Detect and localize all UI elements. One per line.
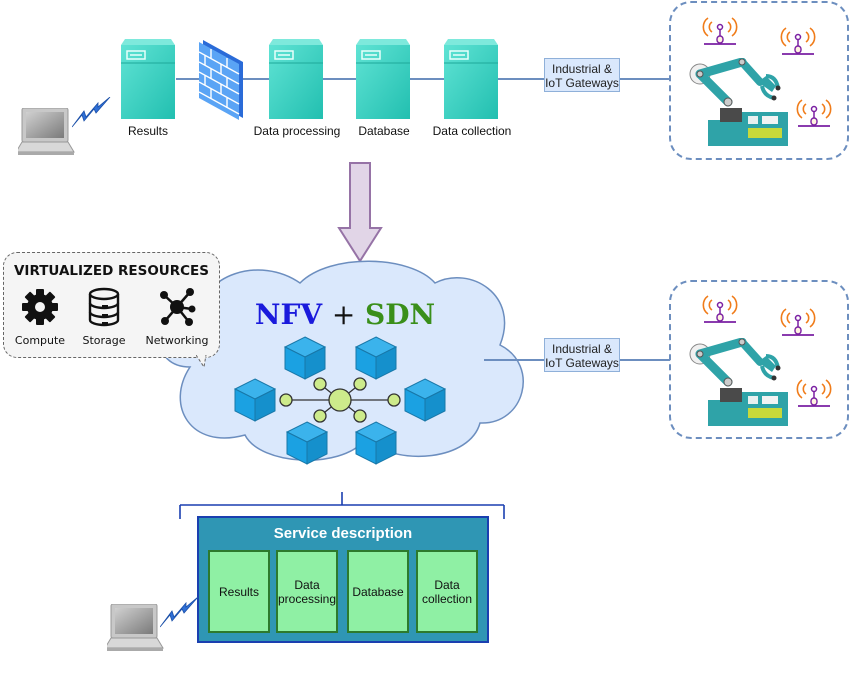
server-database-icon	[356, 39, 411, 120]
server-database-label: Database	[358, 124, 410, 138]
firewall-icon	[199, 40, 243, 120]
gateway-to-factory-line	[620, 78, 670, 80]
vnf-cube-icon	[284, 336, 326, 380]
bottom-gateway-line2: IoT Gateways	[545, 356, 619, 370]
server-results-label: Results	[127, 124, 168, 138]
bottom-factory-group	[669, 280, 849, 439]
gateway-to-factory-line-bottom	[620, 359, 670, 361]
top-gateway-box: Industrial & IoT Gateways	[544, 58, 620, 92]
down-arrow-icon	[337, 162, 383, 263]
nfv-text: NFV	[254, 298, 323, 331]
edge-node	[387, 393, 401, 407]
server-results-icon	[121, 39, 176, 120]
cloud-title: NFV + SDN	[250, 298, 440, 331]
server-data-processing-label: Data processing	[253, 124, 341, 138]
edge-node	[313, 377, 327, 391]
gear-icon	[22, 289, 58, 325]
cloud-to-gateway-line	[484, 359, 544, 361]
cell-line1: Data	[434, 577, 460, 592]
bottom-gateway-box: Industrial & IoT Gateways	[544, 338, 620, 372]
laptop-icon	[18, 108, 75, 156]
callout-tail	[196, 355, 207, 369]
vnf-cube-icon	[355, 421, 397, 465]
server-data-processing-icon	[269, 39, 324, 120]
top-factory-group	[669, 1, 849, 160]
resource-storage: Storage	[71, 287, 137, 347]
cell-line1: Results	[218, 584, 259, 599]
service-cell-results: Results	[208, 550, 270, 633]
vnf-cube-icon	[234, 378, 276, 422]
edge-node	[279, 393, 293, 407]
resource-compute-label: Compute	[14, 334, 66, 347]
laptop-icon	[107, 604, 164, 652]
resource-networking-label: Networking	[145, 334, 209, 347]
resource-compute: Compute	[7, 287, 73, 347]
cell-line1: Data	[294, 577, 320, 592]
sdn-topology	[234, 336, 446, 465]
edge-node	[313, 409, 327, 423]
plus-text: +	[331, 298, 356, 331]
antenna-icon	[796, 379, 832, 407]
antenna-icon	[780, 27, 816, 55]
network-hub-icon	[160, 288, 196, 326]
resource-storage-label: Storage	[82, 334, 126, 347]
robot-arm-icon	[686, 338, 790, 428]
cell-line2: collection	[421, 591, 473, 606]
server-data-collection-icon	[444, 39, 499, 120]
antenna-icon	[796, 99, 832, 127]
database-icon	[88, 287, 120, 327]
hub-node	[328, 388, 352, 412]
server-data-collection-label: Data collection	[432, 124, 512, 138]
service-cell-database: Database	[347, 550, 409, 633]
edge-node	[353, 409, 367, 423]
resource-networking: Networking	[141, 287, 213, 347]
vnf-cube-icon	[355, 336, 397, 380]
top-gateway-line1: Industrial &	[551, 62, 613, 76]
bottom-gateway-line1: Industrial &	[551, 342, 613, 356]
antenna-icon	[702, 295, 738, 323]
antenna-icon	[780, 308, 816, 336]
cell-line2: processing	[277, 591, 337, 606]
service-description-title: Service description	[273, 525, 413, 542]
wireless-bolt-icon	[160, 597, 199, 628]
vnf-cube-icon	[286, 421, 328, 465]
bracket-connector	[179, 492, 505, 519]
antenna-icon	[702, 17, 738, 45]
sdn-text: SDN	[365, 298, 436, 331]
cell-line1: Database	[352, 584, 404, 599]
wireless-bolt-icon	[72, 97, 111, 128]
vnf-cube-icon	[404, 378, 446, 422]
virtualized-resources-title: VIRTUALIZED RESOURCES	[13, 263, 210, 279]
top-gateway-line2: IoT Gateways	[545, 76, 619, 90]
virtualized-resources-callout: VIRTUALIZED RESOURCES Compute	[3, 252, 220, 358]
edge-node	[353, 377, 367, 391]
robot-arm-icon	[686, 58, 790, 148]
